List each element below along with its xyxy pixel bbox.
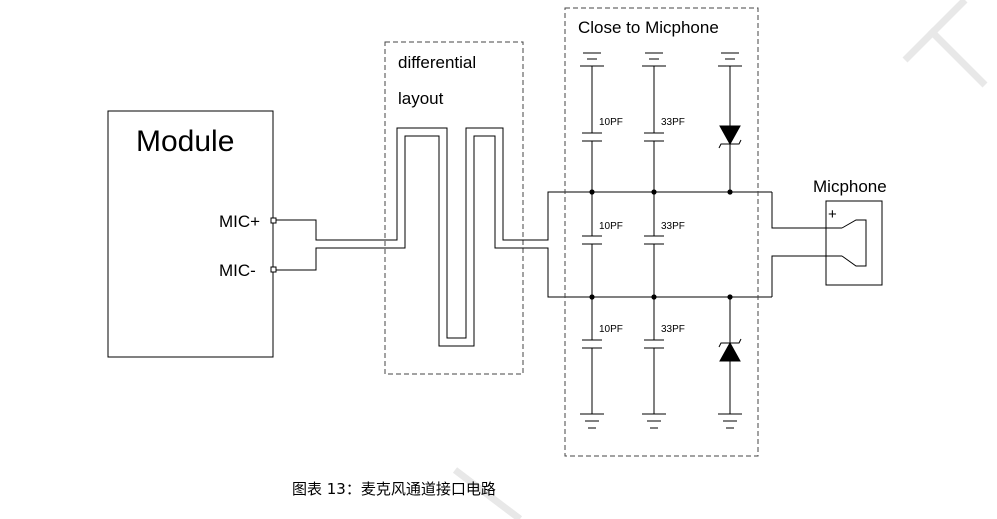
cap-10pf-top: 10PF [580,52,623,192]
microphone: Micphone + [813,177,887,286]
tvs-diode-top [718,52,742,192]
mic-plus-pin [270,217,277,224]
mic-minus-label: MIC- [219,261,256,280]
microphone-label: Micphone [813,177,887,196]
close-to-mic-box [564,7,759,457]
cap-label: 33PF [661,324,685,335]
cap-33pf-top: 33PF [642,52,685,192]
cap-label: 10PF [599,221,623,232]
close-to-mic-title: Close to Micphone [578,18,719,37]
microphone-plus: + [828,206,837,223]
diff-trace-inner [385,135,523,347]
watermark [452,0,988,519]
junction-dots [589,189,733,300]
mic-traces [771,192,842,297]
cap-label: 33PF [661,221,685,232]
differential-label: differential [398,53,476,72]
layout-label: layout [398,89,444,108]
cap-10pf-bottom: 10PF [580,297,623,429]
module-title: Module [136,125,234,158]
cap-label: 10PF [599,117,623,128]
module-block: Module MIC+ MIC- [107,110,277,358]
module-box [107,110,274,358]
cap-33pf-bottom: 33PF [642,297,685,429]
mic-minus-pin [270,266,277,273]
cap-label: 10PF [599,324,623,335]
differential-layout-box [384,41,524,375]
mic-plus-label: MIC+ [219,212,260,231]
cap-label: 33PF [661,117,685,128]
close-to-mic-section: Close to Micphone [564,7,759,457]
cap-33pf-mid: 33PF [644,192,685,297]
input-traces [276,219,385,271]
figure-caption: 图表 13：麦克风通道接口电路 [292,480,496,498]
differential-layout-section: differential layout [384,41,524,375]
diff-trace-outer [385,127,523,339]
mid-traces [523,191,772,298]
microphone-outline [825,200,883,286]
cap-10pf-mid: 10PF [582,192,623,297]
tvs-diode-bottom [718,297,742,429]
